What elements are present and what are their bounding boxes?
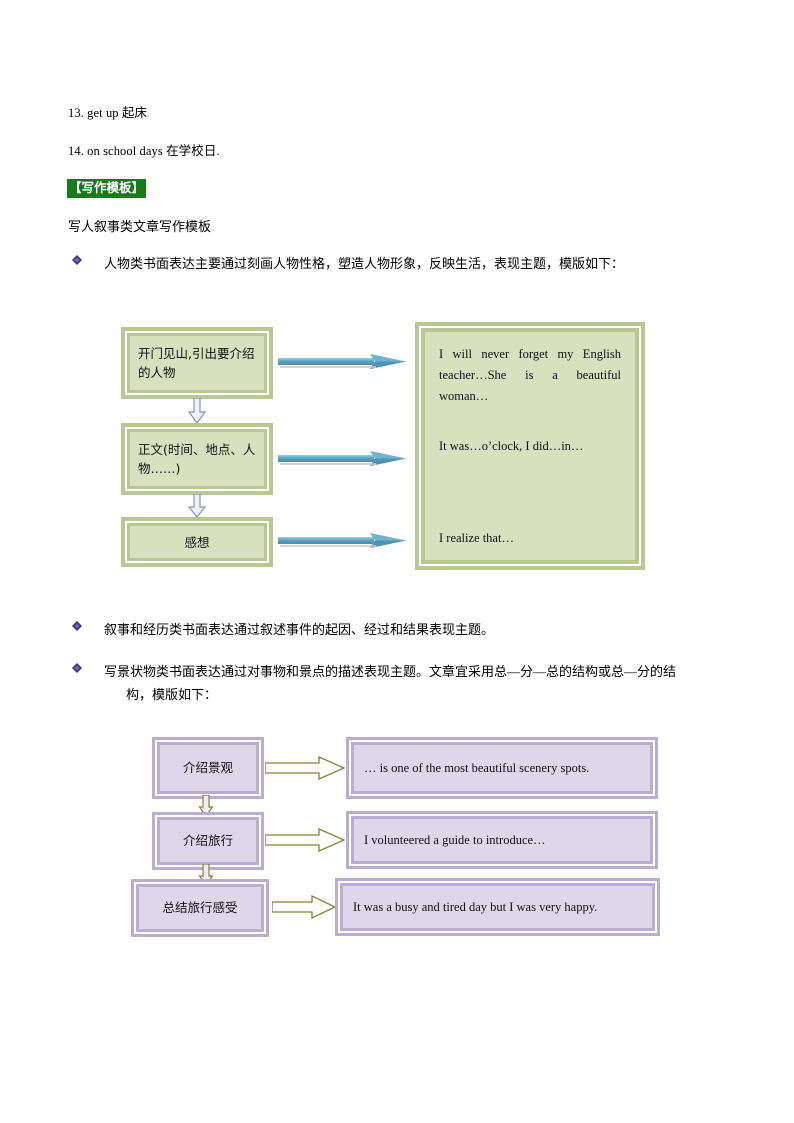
box-inner-ring: I volunteered a guide to introduce… [349, 814, 655, 866]
subheading: 写人叙事类文章写作模板 [68, 219, 212, 234]
arrow-right-icon [278, 530, 410, 552]
flow-box-label: 正文(时间、地点、人物……) [138, 442, 256, 476]
bullet-item: 叙事和经历类书面表达通过叙述事件的起因、经过和结果表现主题。 [72, 618, 752, 641]
box-inner-ring: 开门见山,引出要介绍的人物 [125, 331, 269, 395]
flow-box-label: 感想 [184, 534, 210, 550]
box-fill: 感想 [130, 526, 264, 558]
box-inner-ring: 正文(时间、地点、人物……) [125, 427, 269, 491]
bullet-label: 叙事和经历类书面表达通过叙述事件的起因、经过和结果表现主题。 [104, 622, 495, 637]
flow-box-label: 介绍景观 [182, 760, 233, 775]
flow-box-label: 开门见山,引出要介绍的人物 [138, 346, 255, 380]
flow-box-step-2[interactable]: 介绍旅行 [152, 812, 264, 870]
panel-inner-ring: I will never forget my English teacher…S… [419, 326, 641, 566]
arrow-right-icon [271, 894, 337, 920]
box-inner-ring: 介绍景观 [155, 740, 261, 796]
box-fill: 正文(时间、地点、人物……) [130, 432, 264, 486]
box-inner-ring: 介绍旅行 [155, 815, 261, 867]
example-panel-person: I will never forget my English teacher…S… [415, 322, 645, 570]
box-fill: 介绍旅行 [160, 820, 256, 862]
section-tag-writing-template: 【写作模板】 [67, 179, 147, 198]
example-box-3: It was a busy and tired day but I was ve… [335, 878, 660, 936]
bullet-item: 人物类书面表达主要通过刻画人物性格，塑造人物形象，反映生活，表现主题，模版如下： [72, 252, 752, 275]
flow-box-step-1[interactable]: 开门见山,引出要介绍的人物 [121, 327, 273, 399]
vocab-item: 14. on school days 在学校日. [68, 144, 220, 158]
bullet-label: 人物类书面表达主要通过刻画人物性格，塑造人物形象，反映生活，表现主题，模版如下： [104, 256, 625, 271]
example-paragraph: It was…o’clock, I did…in… [439, 439, 584, 453]
box-inner-ring: It was a busy and tired day but I was ve… [338, 881, 657, 933]
flow-box-step-3[interactable]: 总结旅行感受 [131, 879, 269, 937]
flow-box-step-2[interactable]: 正文(时间、地点、人物……) [121, 423, 273, 495]
arrow-right-icon [278, 448, 410, 470]
example-text: … is one of the most beautiful scenery s… [364, 761, 590, 775]
diamond-bullet-icon [72, 663, 86, 673]
box-inner-ring: 总结旅行感受 [134, 882, 266, 934]
example-text: I volunteered a guide to introduce… [364, 833, 546, 847]
flow-box-step-1[interactable]: 介绍景观 [152, 737, 264, 799]
flow-box-step-3[interactable]: 感想 [121, 517, 273, 567]
arrow-down-icon [197, 794, 215, 818]
diamond-bullet-icon [72, 255, 86, 265]
bullet-label-line2: 构，模版如下： [126, 687, 218, 702]
box-fill: 开门见山,引出要介绍的人物 [130, 336, 264, 390]
flow-box-label: 介绍旅行 [182, 833, 233, 848]
box-fill: I volunteered a guide to introduce… [354, 819, 650, 861]
panel-fill: I will never forget my English teacher…S… [425, 332, 635, 560]
box-fill: 介绍景观 [160, 745, 256, 791]
arrow-down-icon [185, 493, 209, 518]
arrow-right-icon [264, 755, 346, 781]
vocab-item: 13. get up 起床 [68, 106, 148, 120]
arrow-right-icon [264, 827, 346, 853]
example-paragraph: I will never forget my English teacher…S… [439, 347, 621, 403]
box-fill: It was a busy and tired day but I was ve… [343, 886, 652, 928]
bullet-label-line1: 写景状物类书面表达通过对事物和景点的描述表现主题。文章宜采用总—分—总的结构或总… [104, 664, 677, 679]
box-inner-ring: … is one of the most beautiful scenery s… [349, 740, 655, 796]
example-paragraph: I realize that… [439, 531, 514, 545]
flow-box-label: 总结旅行感受 [162, 900, 238, 915]
diamond-bullet-icon [72, 621, 86, 631]
example-text: It was a busy and tired day but I was ve… [353, 900, 598, 914]
bullet-label-wrapper: 写景状物类书面表达通过对事物和景点的描述表现主题。文章宜采用总—分—总的结构或总… [86, 660, 676, 706]
example-box-2: I volunteered a guide to introduce… [346, 811, 658, 869]
bullet-item: 写景状物类书面表达通过对事物和景点的描述表现主题。文章宜采用总—分—总的结构或总… [72, 660, 736, 706]
box-inner-ring: 感想 [125, 521, 269, 563]
arrow-down-icon [185, 397, 209, 425]
box-fill: 总结旅行感受 [139, 887, 261, 929]
box-fill: … is one of the most beautiful scenery s… [354, 745, 650, 791]
arrow-right-icon [278, 351, 410, 373]
example-box-1: … is one of the most beautiful scenery s… [346, 737, 658, 799]
